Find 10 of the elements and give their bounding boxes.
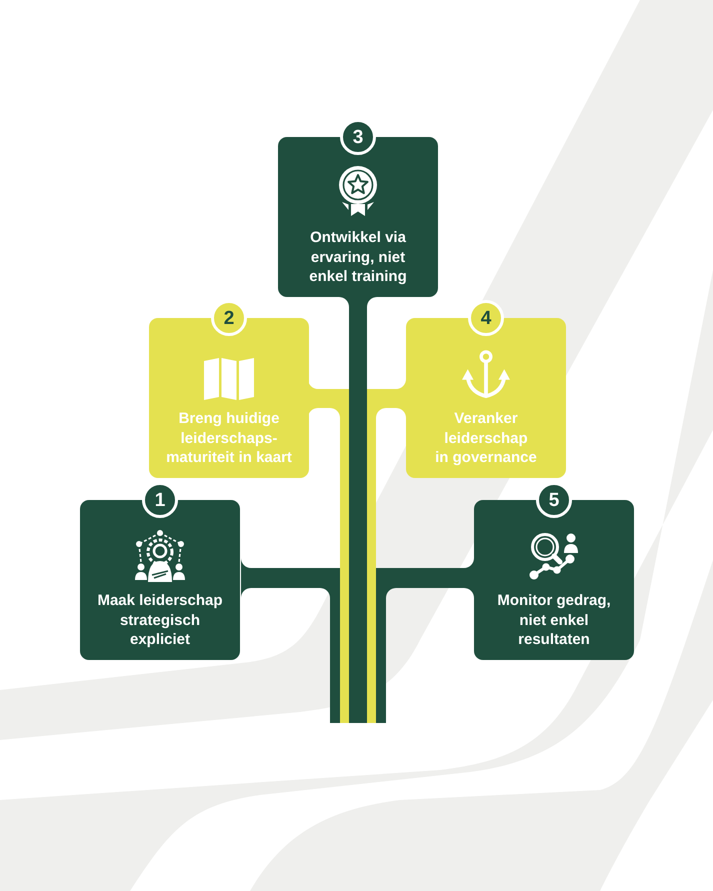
step-number: 3 bbox=[340, 119, 376, 155]
step-description: Monitor gedrag, niet enkel resultaten bbox=[497, 591, 611, 650]
step-description: Veranker leiderschap in governance bbox=[435, 409, 537, 468]
step-description: Maak leiderschap strategisch expliciet bbox=[97, 591, 223, 650]
step-number: 4 bbox=[468, 300, 504, 336]
step-number: 5 bbox=[536, 482, 572, 518]
step-number: 2 bbox=[211, 300, 247, 336]
step-description: Ontwikkel via ervaring, niet enkel training bbox=[309, 228, 407, 286]
step-description: Breng huidige leiderschaps- maturiteit in kaart bbox=[166, 409, 292, 468]
step-number: 1 bbox=[142, 482, 178, 518]
